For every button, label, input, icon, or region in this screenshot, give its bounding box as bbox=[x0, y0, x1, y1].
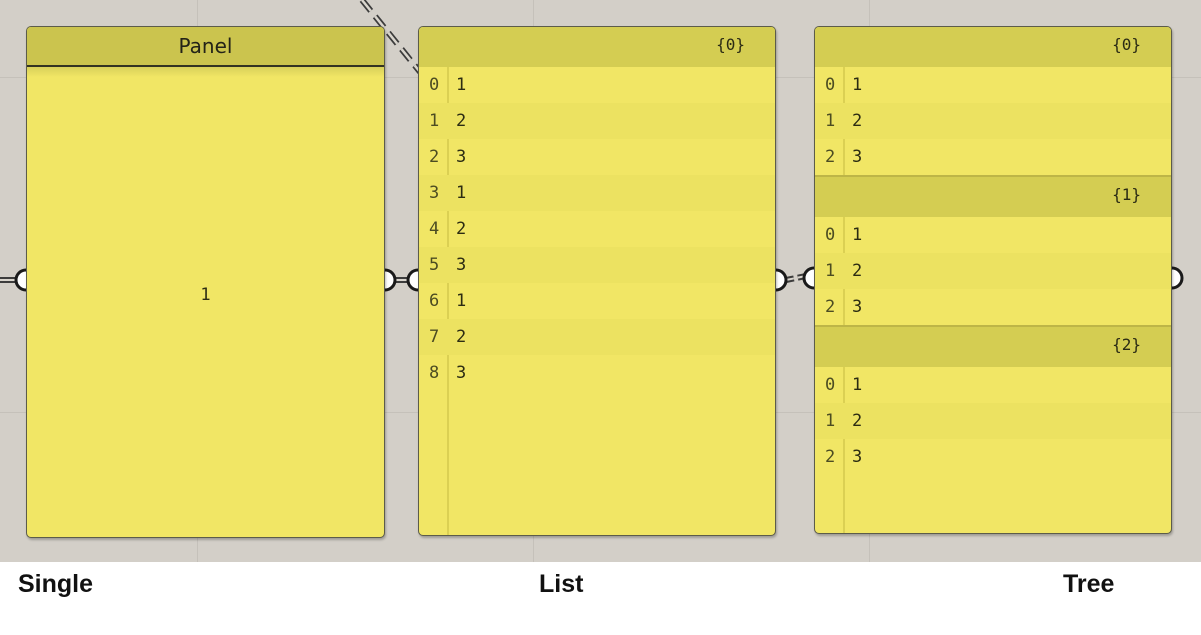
item-index: 1 bbox=[429, 111, 440, 131]
branch-path: {1} bbox=[1112, 185, 1141, 204]
item-index: 4 bbox=[429, 219, 440, 239]
output-port-single[interactable] bbox=[383, 268, 397, 292]
item-value: 2 bbox=[456, 327, 467, 347]
item-index: 6 bbox=[429, 291, 440, 311]
item-index: 0 bbox=[825, 375, 836, 395]
item-index: 2 bbox=[825, 147, 836, 167]
panel-title: Panel bbox=[27, 27, 384, 67]
title-divider bbox=[27, 67, 384, 77]
item-value: 2 bbox=[456, 219, 467, 239]
item-value: 3 bbox=[456, 255, 467, 275]
output-port-tree[interactable] bbox=[1170, 266, 1184, 290]
caption-tree: Tree bbox=[1063, 570, 1115, 598]
item-value: 1 bbox=[852, 75, 863, 95]
item-index: 8 bbox=[429, 363, 440, 383]
item-value: 3 bbox=[456, 363, 467, 383]
item-value: 1 bbox=[852, 375, 863, 395]
branch-path: {2} bbox=[1112, 335, 1141, 354]
item-index: 2 bbox=[825, 447, 836, 467]
item-index: 1 bbox=[825, 111, 836, 131]
item-value: 1 bbox=[852, 225, 863, 245]
branch-header: {0} bbox=[419, 27, 775, 67]
item-value: 3 bbox=[456, 147, 467, 167]
panel-single[interactable]: Panel 1 bbox=[26, 26, 385, 538]
item-value: 1 bbox=[456, 291, 467, 311]
item-value: 3 bbox=[852, 447, 863, 467]
item-index: 2 bbox=[429, 147, 440, 167]
branch-header: {0} bbox=[815, 27, 1171, 67]
branch-header: {2} bbox=[815, 325, 1171, 367]
input-port-tree[interactable] bbox=[802, 266, 816, 290]
item-value: 1 bbox=[456, 183, 467, 203]
item-value: 1 bbox=[456, 75, 467, 95]
item-index: 1 bbox=[825, 411, 836, 431]
caption-single: Single bbox=[18, 570, 94, 598]
item-index: 2 bbox=[825, 297, 836, 317]
item-value: 2 bbox=[456, 111, 467, 131]
item-value: 3 bbox=[852, 147, 863, 167]
input-port-list[interactable] bbox=[406, 268, 420, 292]
item-value: 2 bbox=[852, 111, 863, 131]
branch-path: {0} bbox=[716, 35, 745, 54]
item-index: 0 bbox=[429, 75, 440, 95]
panel-value: 1 bbox=[200, 285, 211, 305]
output-port-list[interactable] bbox=[774, 268, 788, 292]
item-index: 3 bbox=[429, 183, 440, 203]
input-port-single[interactable] bbox=[14, 268, 28, 292]
caption-list: List bbox=[539, 570, 584, 598]
item-value: 2 bbox=[852, 261, 863, 281]
branch-path: {0} bbox=[1112, 35, 1141, 54]
item-index: 5 bbox=[429, 255, 440, 275]
branch-header: {1} bbox=[815, 175, 1171, 217]
item-value: 3 bbox=[852, 297, 863, 317]
item-index: 7 bbox=[429, 327, 440, 347]
item-index: 0 bbox=[825, 225, 836, 245]
item-index: 0 bbox=[825, 75, 836, 95]
diagonal-wire[interactable] bbox=[359, 0, 423, 74]
item-value: 2 bbox=[852, 411, 863, 431]
item-index: 1 bbox=[825, 261, 836, 281]
